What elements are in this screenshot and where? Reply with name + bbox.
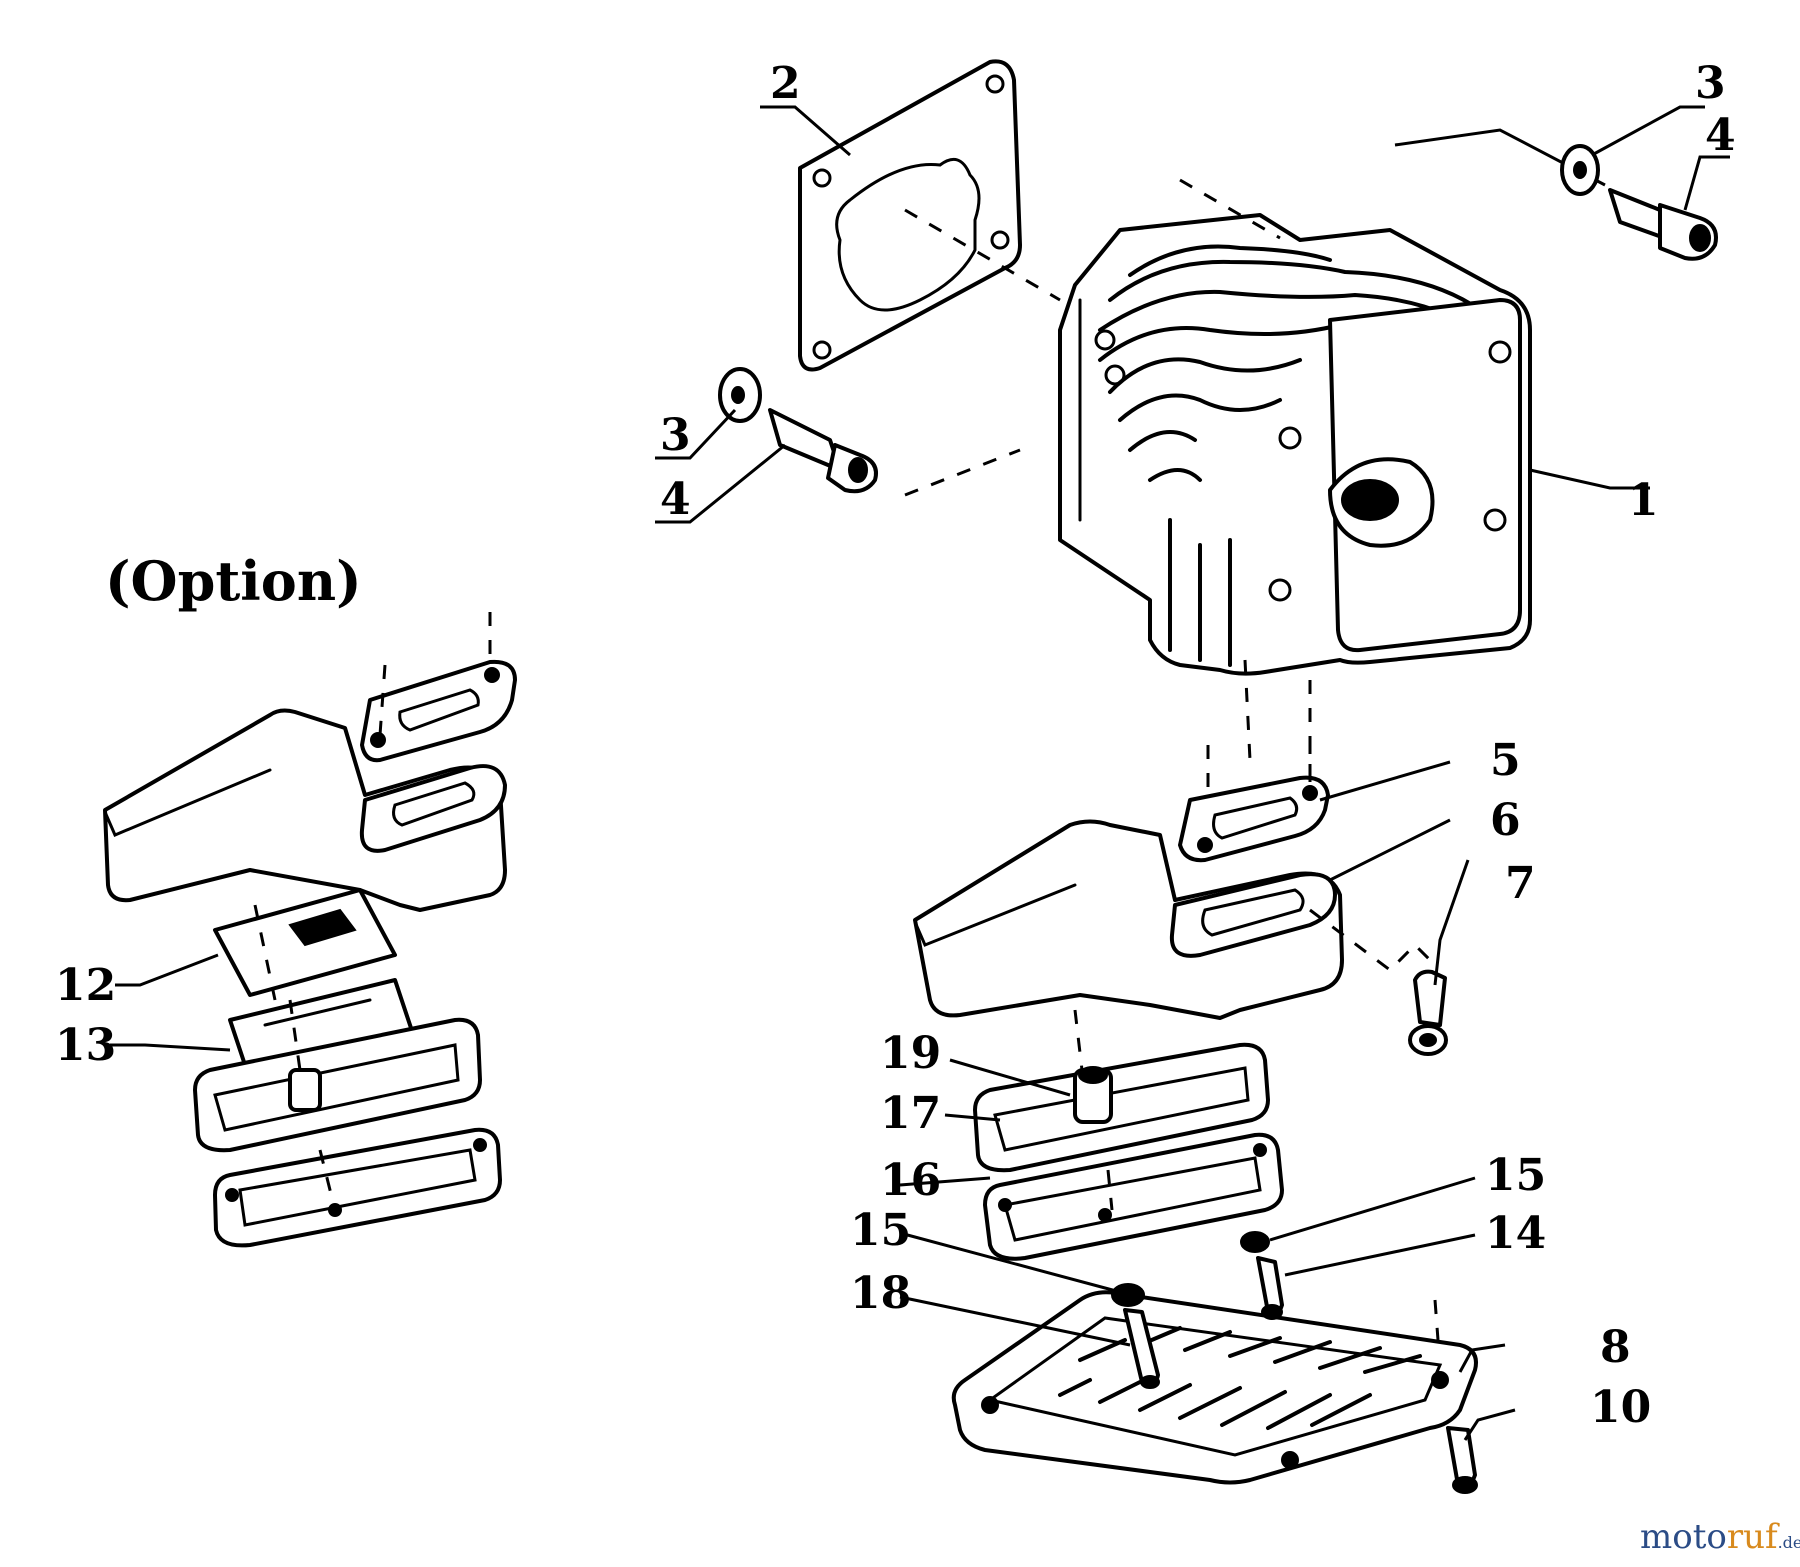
muffler-spacer xyxy=(1073,1066,1113,1124)
label-part-3b: 3 xyxy=(660,410,691,461)
alignment-lines-right xyxy=(1073,740,1440,1341)
label-part-16: 16 xyxy=(880,1155,941,1206)
muffler xyxy=(913,819,1344,1020)
option-spacer xyxy=(288,1068,322,1112)
leader-lines xyxy=(110,105,1730,1441)
label-part-5: 5 xyxy=(1490,735,1521,786)
bolt-left xyxy=(768,408,878,494)
watermark-logo: motoruf.de xyxy=(1640,1517,1800,1557)
muffler-base-plate xyxy=(983,1132,1284,1261)
cylinder-gasket xyxy=(798,59,1022,372)
label-part-18: 18 xyxy=(850,1268,911,1319)
screw-10 xyxy=(1446,1426,1478,1494)
label-part-6: 6 xyxy=(1490,795,1521,846)
label-part-17: 17 xyxy=(880,1088,941,1139)
label-part-3a: 3 xyxy=(1695,58,1726,109)
option-gasket-lower xyxy=(193,1017,482,1153)
muffler-gasket-lower xyxy=(973,1042,1270,1173)
label-part-4b: 4 xyxy=(660,474,691,525)
label-part-2: 2 xyxy=(770,58,801,109)
bolt-top-right xyxy=(1608,188,1718,261)
option-base-plate xyxy=(213,1127,502,1248)
washer-left xyxy=(718,367,762,423)
label-part-12: 12 xyxy=(55,960,116,1011)
label-part-7: 7 xyxy=(1505,858,1536,909)
label-part-8: 8 xyxy=(1600,1322,1631,1373)
screw-14 xyxy=(1256,1256,1284,1320)
option-dashed-lines xyxy=(253,612,492,1211)
label-part-4a: 4 xyxy=(1705,110,1736,161)
washer-15-right xyxy=(1240,1231,1270,1253)
cylinder xyxy=(1058,213,1532,676)
screw-7 xyxy=(1408,969,1448,1056)
option-screen xyxy=(213,888,397,997)
label-part-1: 1 xyxy=(1628,475,1659,526)
washer-top-right xyxy=(1560,144,1600,196)
label-part-14: 14 xyxy=(1485,1208,1546,1259)
label-part-15b: 15 xyxy=(850,1205,911,1256)
muffler-gasket xyxy=(1178,775,1330,863)
heat-shield xyxy=(951,1290,1478,1485)
label-part-15a: 15 xyxy=(1485,1150,1546,1201)
option-muffler xyxy=(103,708,507,912)
label-part-10: 10 xyxy=(1590,1382,1651,1433)
option-gasket xyxy=(360,659,517,763)
washer-15-left xyxy=(1111,1283,1145,1307)
option-heading: (Option) xyxy=(105,549,362,613)
label-part-19: 19 xyxy=(880,1028,941,1079)
bolt-18 xyxy=(1123,1308,1160,1389)
label-part-13: 13 xyxy=(55,1020,116,1071)
